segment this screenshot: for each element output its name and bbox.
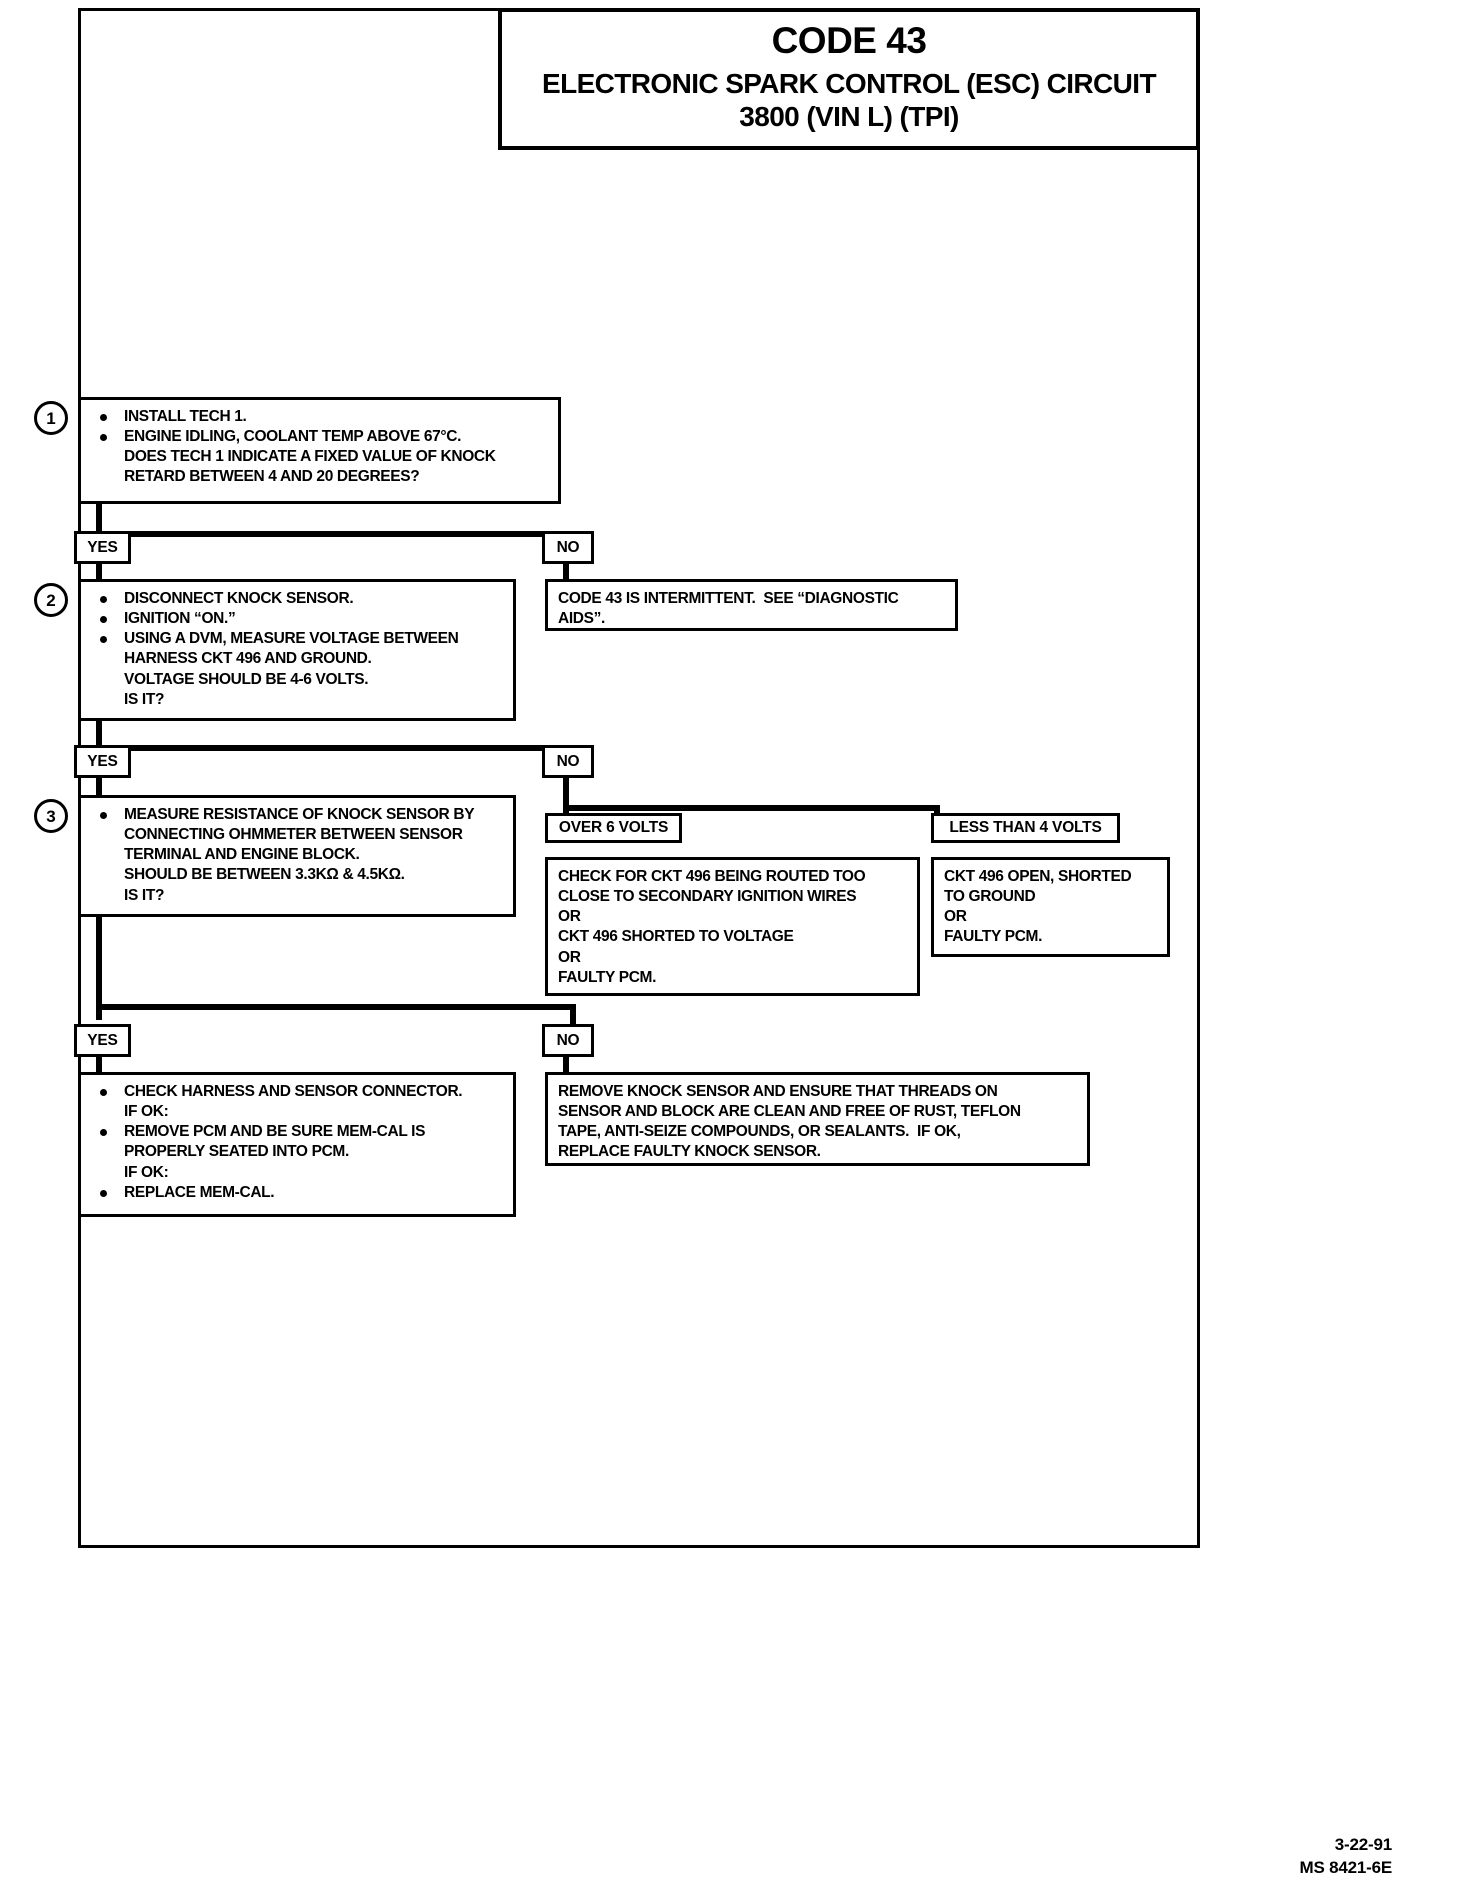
connector-step1-down — [96, 504, 102, 537]
chart-code-title: CODE 43 — [771, 20, 927, 61]
bullet-item: INSTALL TECH 1. — [91, 407, 550, 427]
text-line: REPLACE FAULTY KNOCK SENSOR. — [558, 1143, 821, 1161]
connector-step3-down — [96, 917, 102, 1020]
text-line: CHECK FOR CKT 496 BEING ROUTED TOO — [558, 868, 866, 885]
text-line: SENSOR AND BLOCK ARE CLEAN AND FREE OF R… — [558, 1103, 1021, 1121]
text-line: TAPE, ANTI-SEIZE COMPOUNDS, OR SEALANTS.… — [558, 1123, 961, 1141]
continuation-line: PROPERLY SEATED INTO PCM. — [124, 1143, 349, 1161]
continuation-line: VOLTAGE SHOULD BE 4-6 VOLTS. — [124, 670, 369, 688]
text-line: FAULTY PCM. — [944, 928, 1043, 946]
connector-yes1-down — [96, 561, 102, 583]
text-line: FAULTY PCM. — [558, 968, 657, 986]
text-line: CKT 496 SHORTED TO VOLTAGE — [558, 928, 794, 946]
bullet-item: IGNITION “ON.” — [91, 609, 505, 629]
text-line: OR — [558, 908, 581, 926]
text-line: CLOSE TO SECONDARY IGNITION WIRES — [558, 888, 857, 906]
connector-split-left-down — [563, 805, 569, 820]
branch-tag-yes-2: YES — [74, 745, 131, 778]
footer-doc-id: MS 8421-6E — [1299, 1858, 1393, 1878]
branch-tag-less-than-4-volts: LESS THAN 4 VOLTS — [931, 813, 1120, 843]
continuation-line: CONNECTING OHMMETER BETWEEN SENSOR — [124, 826, 463, 844]
continuation-line: RETARD BETWEEN 4 AND 20 DEGREES? — [124, 468, 420, 486]
result-over-6-volts-box: CHECK FOR CKT 496 BEING ROUTED TOO CLOSE … — [545, 857, 920, 996]
text-line: REMOVE KNOCK SENSOR AND ENSURE THAT THRE… — [558, 1083, 998, 1100]
continuation-line: IS IT? — [124, 690, 165, 708]
bullet-item: CHECK HARNESS AND SENSOR CONNECTOR. — [91, 1082, 505, 1102]
branch-tag-no-3: NO — [542, 1024, 594, 1057]
continuation-line: DOES TECH 1 INDICATE A FIXED VALUE OF KN… — [124, 448, 496, 466]
connector-bus-voltage-split — [563, 805, 940, 811]
connector-bus-2 — [96, 745, 576, 751]
text-line: CODE 43 IS INTERMITTENT. SEE “DIAGNOSTIC — [558, 590, 899, 607]
branch-tag-no-2: NO — [542, 745, 594, 778]
result-over-6-volts-text: CHECK FOR CKT 496 BEING ROUTED TOO CLOSE … — [548, 860, 917, 995]
bullet-item: USING A DVM, MEASURE VOLTAGE BETWEEN — [91, 629, 505, 649]
chart-subtitle-line2: 3800 (VIN L) (TPI) — [739, 100, 959, 132]
connector-no1-down — [563, 561, 569, 583]
continuation-line: SHOULD BE BETWEEN 3.3KΩ & 4.5KΩ. — [124, 866, 405, 884]
result-no-final-text: REMOVE KNOCK SENSOR AND ENSURE THAT THRE… — [548, 1075, 1087, 1170]
title-block: CODE 43 ELECTRONIC SPARK CONTROL (ESC) C… — [498, 8, 1200, 150]
footer-date: 3-22-91 — [1334, 1835, 1392, 1855]
continuation-line: HARNESS CKT 496 AND GROUND. — [124, 650, 372, 668]
continuation-line: IF OK: — [124, 1163, 169, 1181]
text-line: OR — [944, 908, 967, 926]
branch-tag-no-1: NO — [542, 531, 594, 564]
result-yes-final-box: CHECK HARNESS AND SENSOR CONNECTOR.IF OK… — [78, 1072, 516, 1217]
bullet-item: ENGINE IDLING, COOLANT TEMP ABOVE 67°C. — [91, 427, 550, 447]
text-line: CKT 496 OPEN, SHORTED — [944, 868, 1132, 885]
page-border-frame — [78, 8, 1200, 1548]
step-number-3: 3 — [34, 799, 68, 833]
bullet-item: REMOVE PCM AND BE SURE MEM-CAL IS — [91, 1122, 505, 1142]
connector-split-right-down — [934, 805, 940, 820]
connector-yes3-down — [96, 1054, 102, 1076]
connector-bus-3 — [96, 1004, 576, 1010]
chart-subtitle-line1: ELECTRONIC SPARK CONTROL (ESC) CIRCUIT — [542, 67, 1157, 99]
step-2-list: DISCONNECT KNOCK SENSOR.IGNITION “ON.”US… — [91, 589, 505, 710]
result-intermittent-text: CODE 43 IS INTERMITTENT. SEE “DIAGNOSTIC… — [548, 582, 955, 636]
continuation-line: IF OK: — [124, 1103, 169, 1121]
bullet-item: MEASURE RESISTANCE OF KNOCK SENSOR BY — [91, 805, 505, 825]
result-less-than-4-volts-text: CKT 496 OPEN, SHORTED TO GROUND OR FAULTY P… — [934, 860, 1167, 955]
result-less-than-4-volts-box: CKT 496 OPEN, SHORTED TO GROUND OR FAULTY P… — [931, 857, 1170, 957]
step-number-2: 2 — [34, 583, 68, 617]
footer-block: 3-22-91 MS 8421-6E — [1300, 1834, 1393, 1880]
step-2-box: DISCONNECT KNOCK SENSOR.IGNITION “ON.”US… — [78, 579, 516, 721]
continuation-line: IS IT? — [124, 886, 165, 904]
connector-step2-down — [96, 721, 102, 751]
bullet-item: REPLACE MEM-CAL. — [91, 1183, 505, 1203]
step-1-list: INSTALL TECH 1.ENGINE IDLING, COOLANT TE… — [91, 407, 550, 488]
connector-no3-down — [563, 1054, 569, 1076]
branch-tag-yes-3: YES — [74, 1024, 131, 1057]
branch-tag-over-6-volts: OVER 6 VOLTS — [545, 813, 682, 843]
text-line: OR — [558, 948, 581, 966]
result-yes-final-list: CHECK HARNESS AND SENSOR CONNECTOR.IF OK… — [91, 1082, 505, 1203]
branch-tag-yes-1: YES — [74, 531, 131, 564]
continuation-line: TERMINAL AND ENGINE BLOCK. — [124, 846, 360, 864]
connector-yes2-down — [96, 775, 102, 799]
step-1-box: INSTALL TECH 1.ENGINE IDLING, COOLANT TE… — [78, 397, 561, 504]
text-line: AIDS”. — [558, 610, 605, 628]
text-line: TO GROUND — [944, 888, 1036, 906]
step-number-1: 1 — [34, 401, 68, 435]
connector-bus3-to-no — [570, 1004, 576, 1026]
bullet-item: DISCONNECT KNOCK SENSOR. — [91, 589, 505, 609]
connector-no2-down — [563, 775, 569, 811]
connector-bus-1 — [96, 531, 576, 537]
result-intermittent-box: CODE 43 IS INTERMITTENT. SEE “DIAGNOSTIC… — [545, 579, 958, 631]
result-no-final-box: REMOVE KNOCK SENSOR AND ENSURE THAT THRE… — [545, 1072, 1090, 1166]
